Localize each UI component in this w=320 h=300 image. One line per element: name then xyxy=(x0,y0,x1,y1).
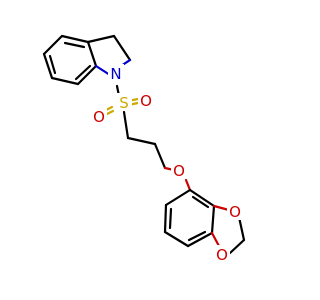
svg-text:O: O xyxy=(173,162,185,180)
atom-o-dioxole-top: O xyxy=(227,202,243,221)
svg-text:N: N xyxy=(110,65,121,83)
indoline-benzene-ring xyxy=(42,34,98,86)
molecule-diagram: N S O O O O O xyxy=(42,34,246,264)
svg-text:O: O xyxy=(216,246,228,264)
benzodioxole-benzene-ring xyxy=(163,188,216,248)
svg-text:O: O xyxy=(229,203,241,221)
atom-n: N xyxy=(108,64,124,83)
svg-text:S: S xyxy=(119,94,129,112)
svg-text:O: O xyxy=(140,92,152,110)
svg-text:O: O xyxy=(93,108,105,126)
atom-o-sulfonyl-left: O xyxy=(91,107,107,126)
indoline-pyrroline-ring xyxy=(86,34,132,77)
atom-s: S xyxy=(116,93,132,112)
atom-o-ether: O xyxy=(171,161,187,180)
atom-o-sulfonyl-right: O xyxy=(138,91,154,110)
atom-o-dioxole-bottom: O xyxy=(214,245,230,264)
